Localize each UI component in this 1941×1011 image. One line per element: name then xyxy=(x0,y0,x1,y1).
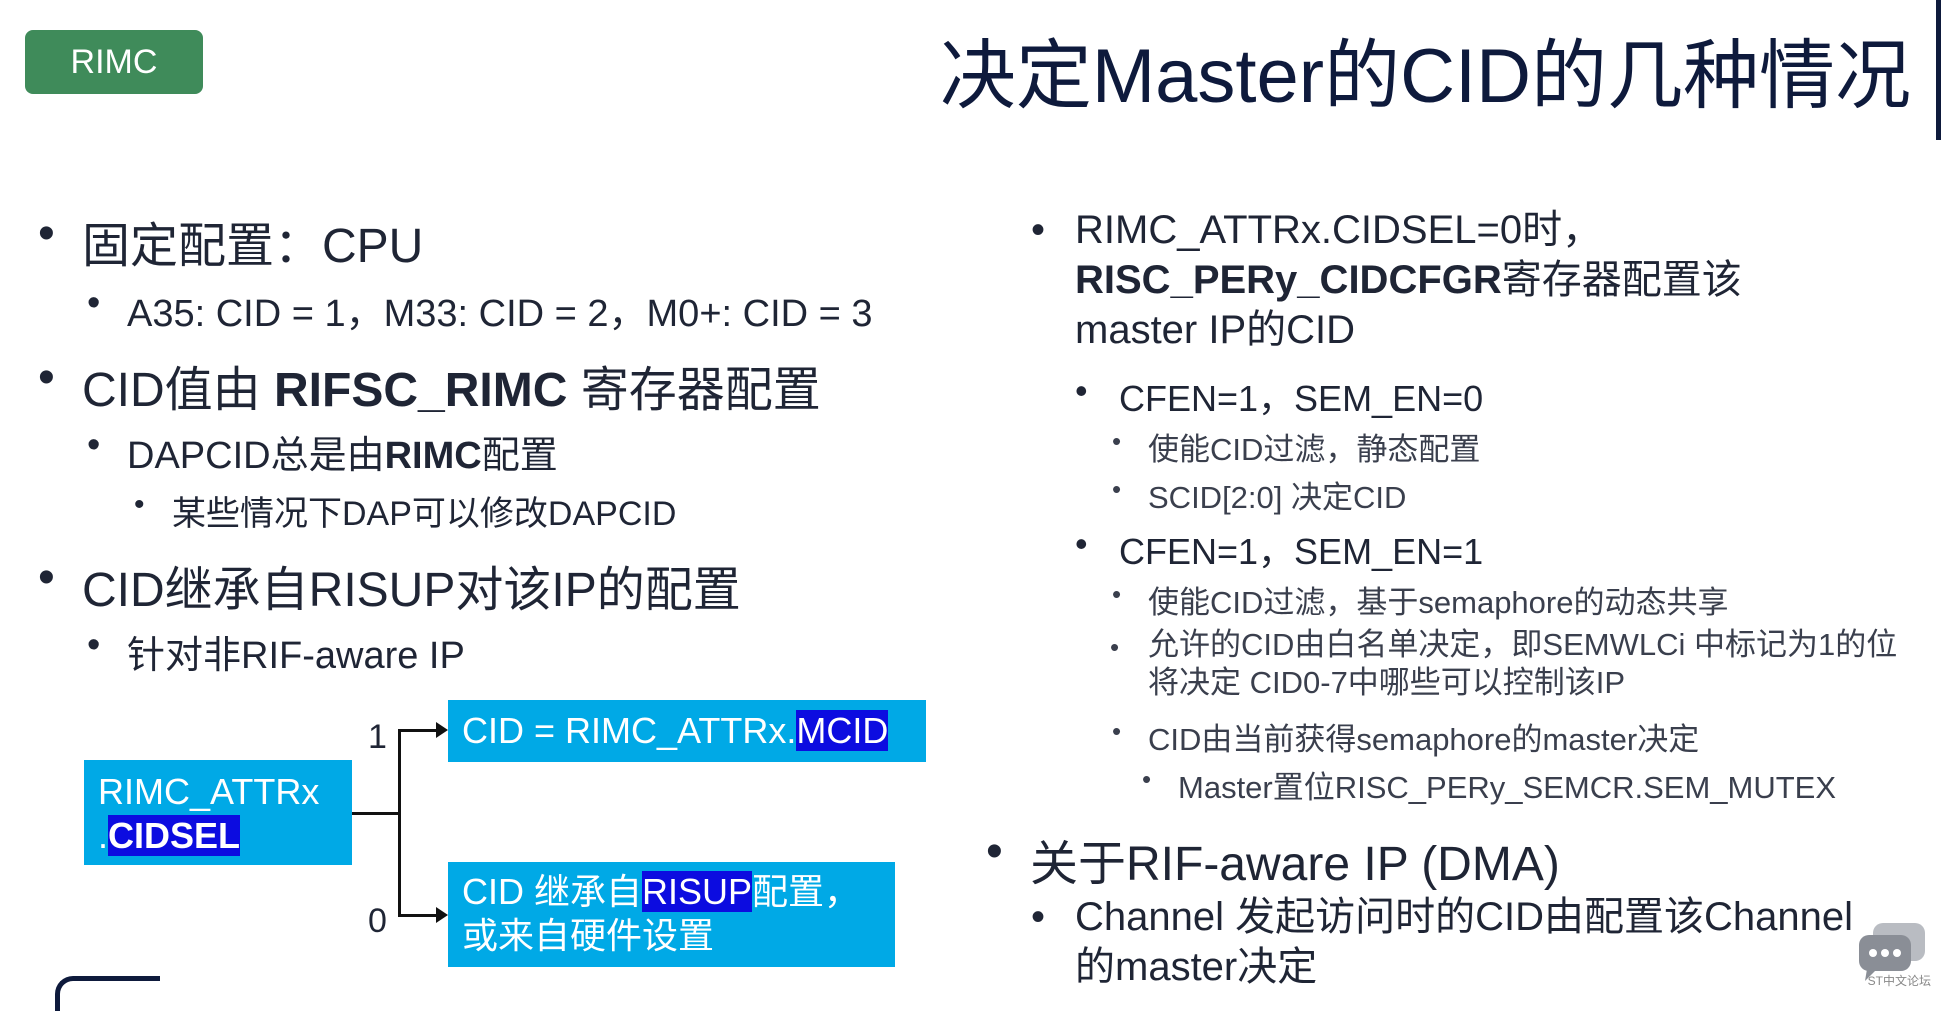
bullet-sem-en-1: CFEN=1，SEM_EN=1 xyxy=(1075,523,1483,575)
bullet-rif-aware-dma: 关于RIF-aware IP (DMA) xyxy=(986,824,1560,894)
bullet-scid: SCID[2:0] 决定CID xyxy=(1112,472,1406,517)
rimc-tag: RIMC xyxy=(25,30,203,94)
bullet-cid-by-rimc: CID值由 RIFSC_RIMC 寄存器配置 xyxy=(38,350,821,420)
connector-top xyxy=(398,729,438,732)
label-one: 1 xyxy=(368,718,387,756)
bullet-non-rif-aware: 针对非RIF-aware IP xyxy=(87,624,465,679)
connector-bottom xyxy=(398,914,438,917)
arrow-bottom-icon xyxy=(436,907,448,923)
bullet-cidsel-zero: RIMC_ATTRx.CIDSEL=0时，RISC_PERy_CIDCFGR寄存… xyxy=(1031,205,1835,355)
risup-box: CID 继承自RISUP配置， 或来自硬件设置 xyxy=(448,862,895,967)
page-title: 决定Master的CID的几种情况 xyxy=(939,34,1911,119)
title-accent-bar xyxy=(1936,0,1941,140)
bullet-fixed-config: 固定配置：CPU xyxy=(38,206,423,276)
bullet-whitelist: 允许的CID由白名单决定，即SEMWLCi 中标记为1的位将决定 CID0-7中… xyxy=(1110,626,1898,702)
bullet-dap-modify: 某些情况下DAP可以修改DAPCID xyxy=(134,486,676,535)
bullet-static-config: 使能CID过滤，静态配置 xyxy=(1112,424,1480,469)
label-zero: 0 xyxy=(368,902,387,940)
bullet-dapcid: DAPCID总是由RIMC配置 xyxy=(87,424,558,479)
cidsel-box: RIMC_ATTRx .CIDSEL xyxy=(84,760,352,865)
connector-v xyxy=(398,729,401,916)
mcid-box: CID = RIMC_ATTRx.MCID xyxy=(448,700,926,762)
bullet-sem-en-0: CFEN=1，SEM_EN=0 xyxy=(1075,370,1483,422)
bullet-channel-cid: Channel 发起访问时的CID由配置该Channel的master决定 xyxy=(1031,892,1875,992)
bullet-cpu-cids: A35: CID = 1，M33: CID = 2，M0+: CID = 3 xyxy=(87,282,872,337)
bullet-sem-mutex: Master置位RISC_PERy_SEMCR.SEM_MUTEX xyxy=(1142,762,1836,807)
arrow-top-icon xyxy=(436,722,448,738)
bullet-dynamic-share: 使能CID过滤，基于semaphore的动态共享 xyxy=(1112,577,1729,622)
connector-h xyxy=(352,812,400,815)
st-logo-icon xyxy=(55,976,160,1011)
bullet-cid-inherit: CID继承自RISUP对该IP的配置 xyxy=(38,550,741,620)
bullet-semaphore-master: CID由当前获得semaphore的master决定 xyxy=(1112,714,1699,759)
forum-watermark: ST中文论坛 xyxy=(1867,974,1931,988)
forum-chat-icon xyxy=(1859,923,1925,981)
